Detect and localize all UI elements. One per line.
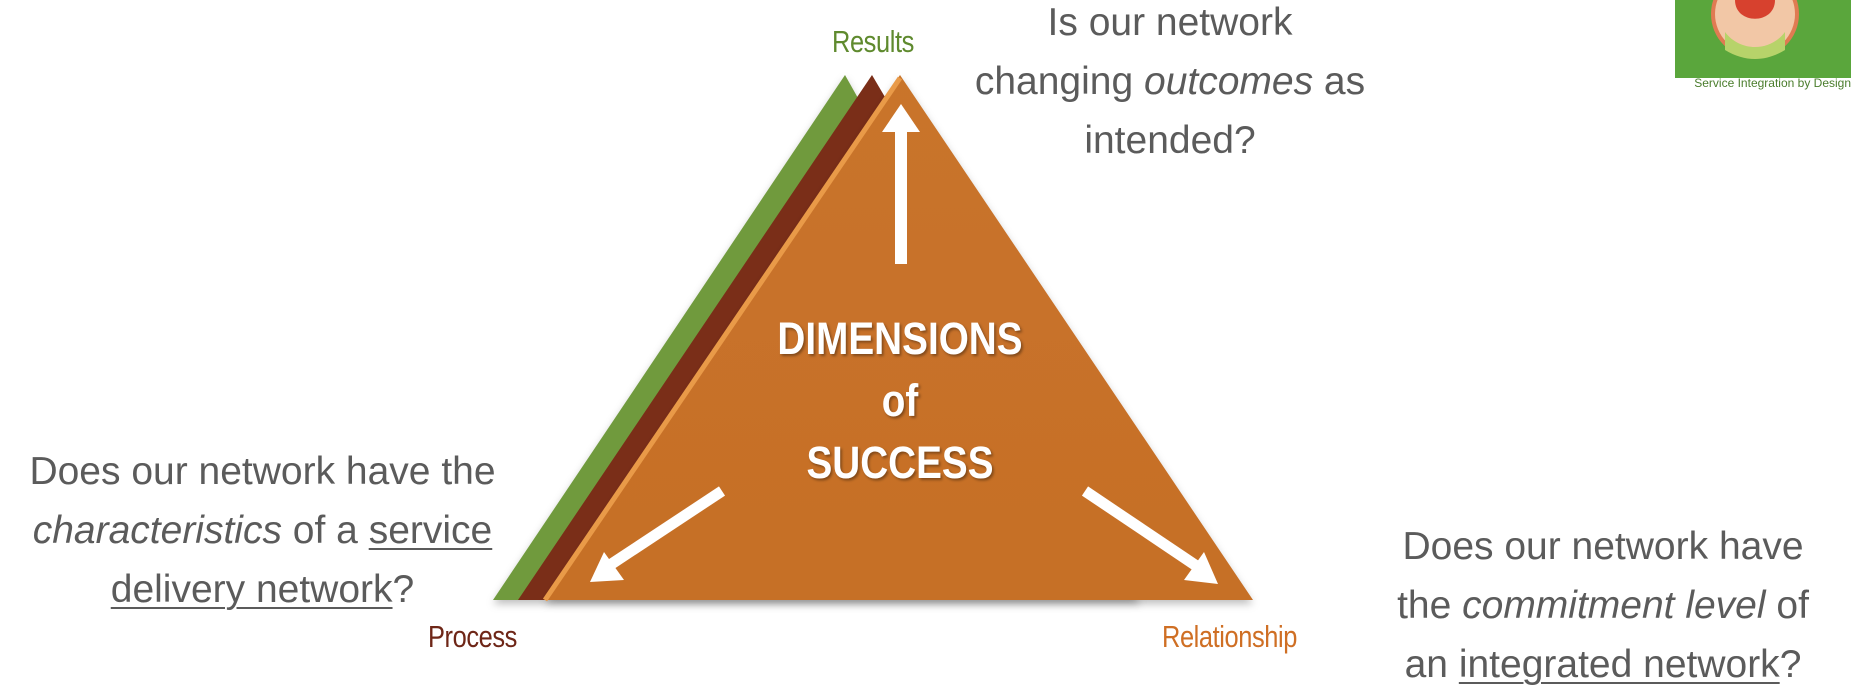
question-results-emphasis: outcomes	[1144, 60, 1314, 103]
question-process-emphasis: characteristics	[32, 509, 282, 552]
question-results-line3: intended?	[1084, 119, 1256, 162]
label-relationship: Relationship	[1162, 619, 1297, 654]
question-relationship-text-2: of	[1765, 584, 1809, 627]
question-process-underline-1: service	[368, 509, 493, 552]
heart-state-logo-icon	[1675, 0, 1851, 78]
question-relationship-emphasis: commitment level	[1462, 584, 1766, 627]
question-process-line1: Does our network have the	[29, 450, 496, 493]
question-process-underline-2: delivery network	[110, 568, 393, 611]
triangle-edge-highlight	[542, 76, 903, 602]
question-relationship: Does our network have the commitment lev…	[1358, 517, 1848, 694]
triangle-main	[545, 75, 1253, 600]
diagram-title-line-2: of	[881, 375, 919, 426]
arrow-down-left-icon	[590, 486, 726, 582]
question-relationship-text: the	[1397, 584, 1463, 627]
label-process: Process	[428, 619, 517, 654]
question-results: Is our network changing outcomes as inte…	[930, 0, 1410, 170]
question-process-text: of a	[281, 509, 369, 552]
diagram-title-line-3: SUCCESS	[806, 437, 994, 488]
question-relationship-end: ?	[1779, 643, 1802, 686]
question-relationship-text-3: an	[1404, 643, 1459, 686]
question-results-text-2: as	[1313, 60, 1366, 103]
question-results-text: changing	[974, 60, 1144, 103]
question-process: Does our network have the characteristic…	[0, 442, 525, 619]
arrow-up-icon	[882, 104, 920, 264]
arrow-down-right-icon	[1081, 486, 1218, 584]
question-results-line1: Is our network	[1047, 1, 1293, 44]
question-process-end: ?	[392, 568, 415, 611]
logo-caption: Service Integration by Design	[1694, 76, 1851, 90]
question-relationship-line1: Does our network have	[1402, 525, 1804, 568]
diagram-title-line-1: DIMENSIONS	[777, 313, 1023, 364]
question-relationship-underline: integrated network	[1458, 643, 1780, 686]
label-results: Results	[832, 24, 914, 59]
